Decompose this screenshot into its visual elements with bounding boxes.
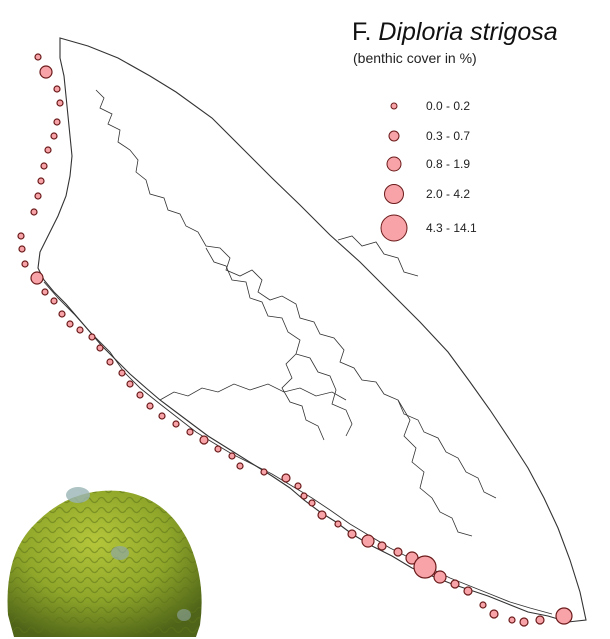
survey-site-marker [21,260,29,268]
survey-site-marker [300,492,308,500]
survey-site-marker [39,65,53,79]
survey-site-marker [146,402,154,410]
survey-site-marker [433,570,447,584]
legend-circle-icon [384,184,404,204]
survey-site-marker [186,428,194,436]
survey-site-marker [158,412,166,420]
survey-site-marker [281,473,291,483]
brain-coral-photo [7,487,202,637]
map-subtitle: (benthic cover in %) [353,50,477,66]
panel-letter: F. [352,18,372,46]
district-boundary [159,383,347,401]
legend-label: 0.0 - 0.2 [426,99,471,113]
legend-label: 2.0 - 4.2 [426,187,471,201]
survey-site-marker [463,586,473,596]
survey-site-marker [34,53,42,61]
survey-site-marker [294,482,302,490]
legend-label: 0.8 - 1.9 [426,157,471,171]
district-boundary [95,89,497,499]
legend-label: 4.3 - 14.1 [426,221,477,235]
map-title: F. Diploria strigosa [352,18,558,47]
survey-site-marker [41,288,49,296]
survey-site-marker [118,369,126,377]
survey-site-marker [58,310,66,318]
district-boundary [205,247,353,437]
survey-site-marker [106,358,114,366]
survey-site-marker [17,232,25,240]
survey-site-marker [136,391,144,399]
survey-site-marker [53,118,61,126]
survey-site-marker [56,99,64,107]
survey-site-marker [37,177,45,185]
survey-site-marker [50,297,58,305]
survey-site-marker [172,420,180,428]
district-boundary [397,399,473,537]
survey-site-marker [30,208,38,216]
survey-site-marker [334,520,342,528]
survey-site-marker [260,468,268,476]
survey-site-marker [66,320,74,328]
survey-site-marker [53,85,61,93]
legend-label: 0.3 - 0.7 [426,129,471,143]
survey-site-marker [40,162,48,170]
survey-site-marker [96,344,104,352]
survey-site-marker [489,609,499,619]
survey-site-marker [555,607,573,625]
survey-site-marker [88,333,96,341]
survey-site-marker [126,380,134,388]
survey-site-marker [413,555,437,579]
survey-markers [17,53,573,627]
survey-site-marker [44,146,52,154]
survey-site-marker [236,462,244,470]
survey-site-marker [479,601,487,609]
legend-circle-icon [386,156,402,172]
species-name: Diploria strigosa [378,18,558,46]
survey-site-marker [535,615,545,625]
survey-site-marker [214,445,222,453]
survey-site-marker [76,326,84,334]
legend-circle-icon [388,130,400,142]
survey-site-marker [34,192,42,200]
survey-site-marker [393,547,403,557]
survey-site-marker [377,541,387,551]
legend-circle-icon [380,214,408,242]
district-boundary [337,235,419,277]
survey-site-marker [519,617,529,627]
survey-site-marker [199,435,209,445]
survey-site-marker [361,534,375,548]
survey-site-marker [508,616,516,624]
survey-site-marker [308,499,316,507]
legend-circle-icon [390,102,398,110]
district-boundary [281,353,325,441]
survey-site-marker [450,579,460,589]
survey-site-marker [228,452,236,460]
survey-site-marker [18,245,26,253]
survey-site-marker [30,271,44,285]
survey-site-marker [50,132,58,140]
survey-site-marker [317,510,327,520]
survey-site-marker [347,529,357,539]
